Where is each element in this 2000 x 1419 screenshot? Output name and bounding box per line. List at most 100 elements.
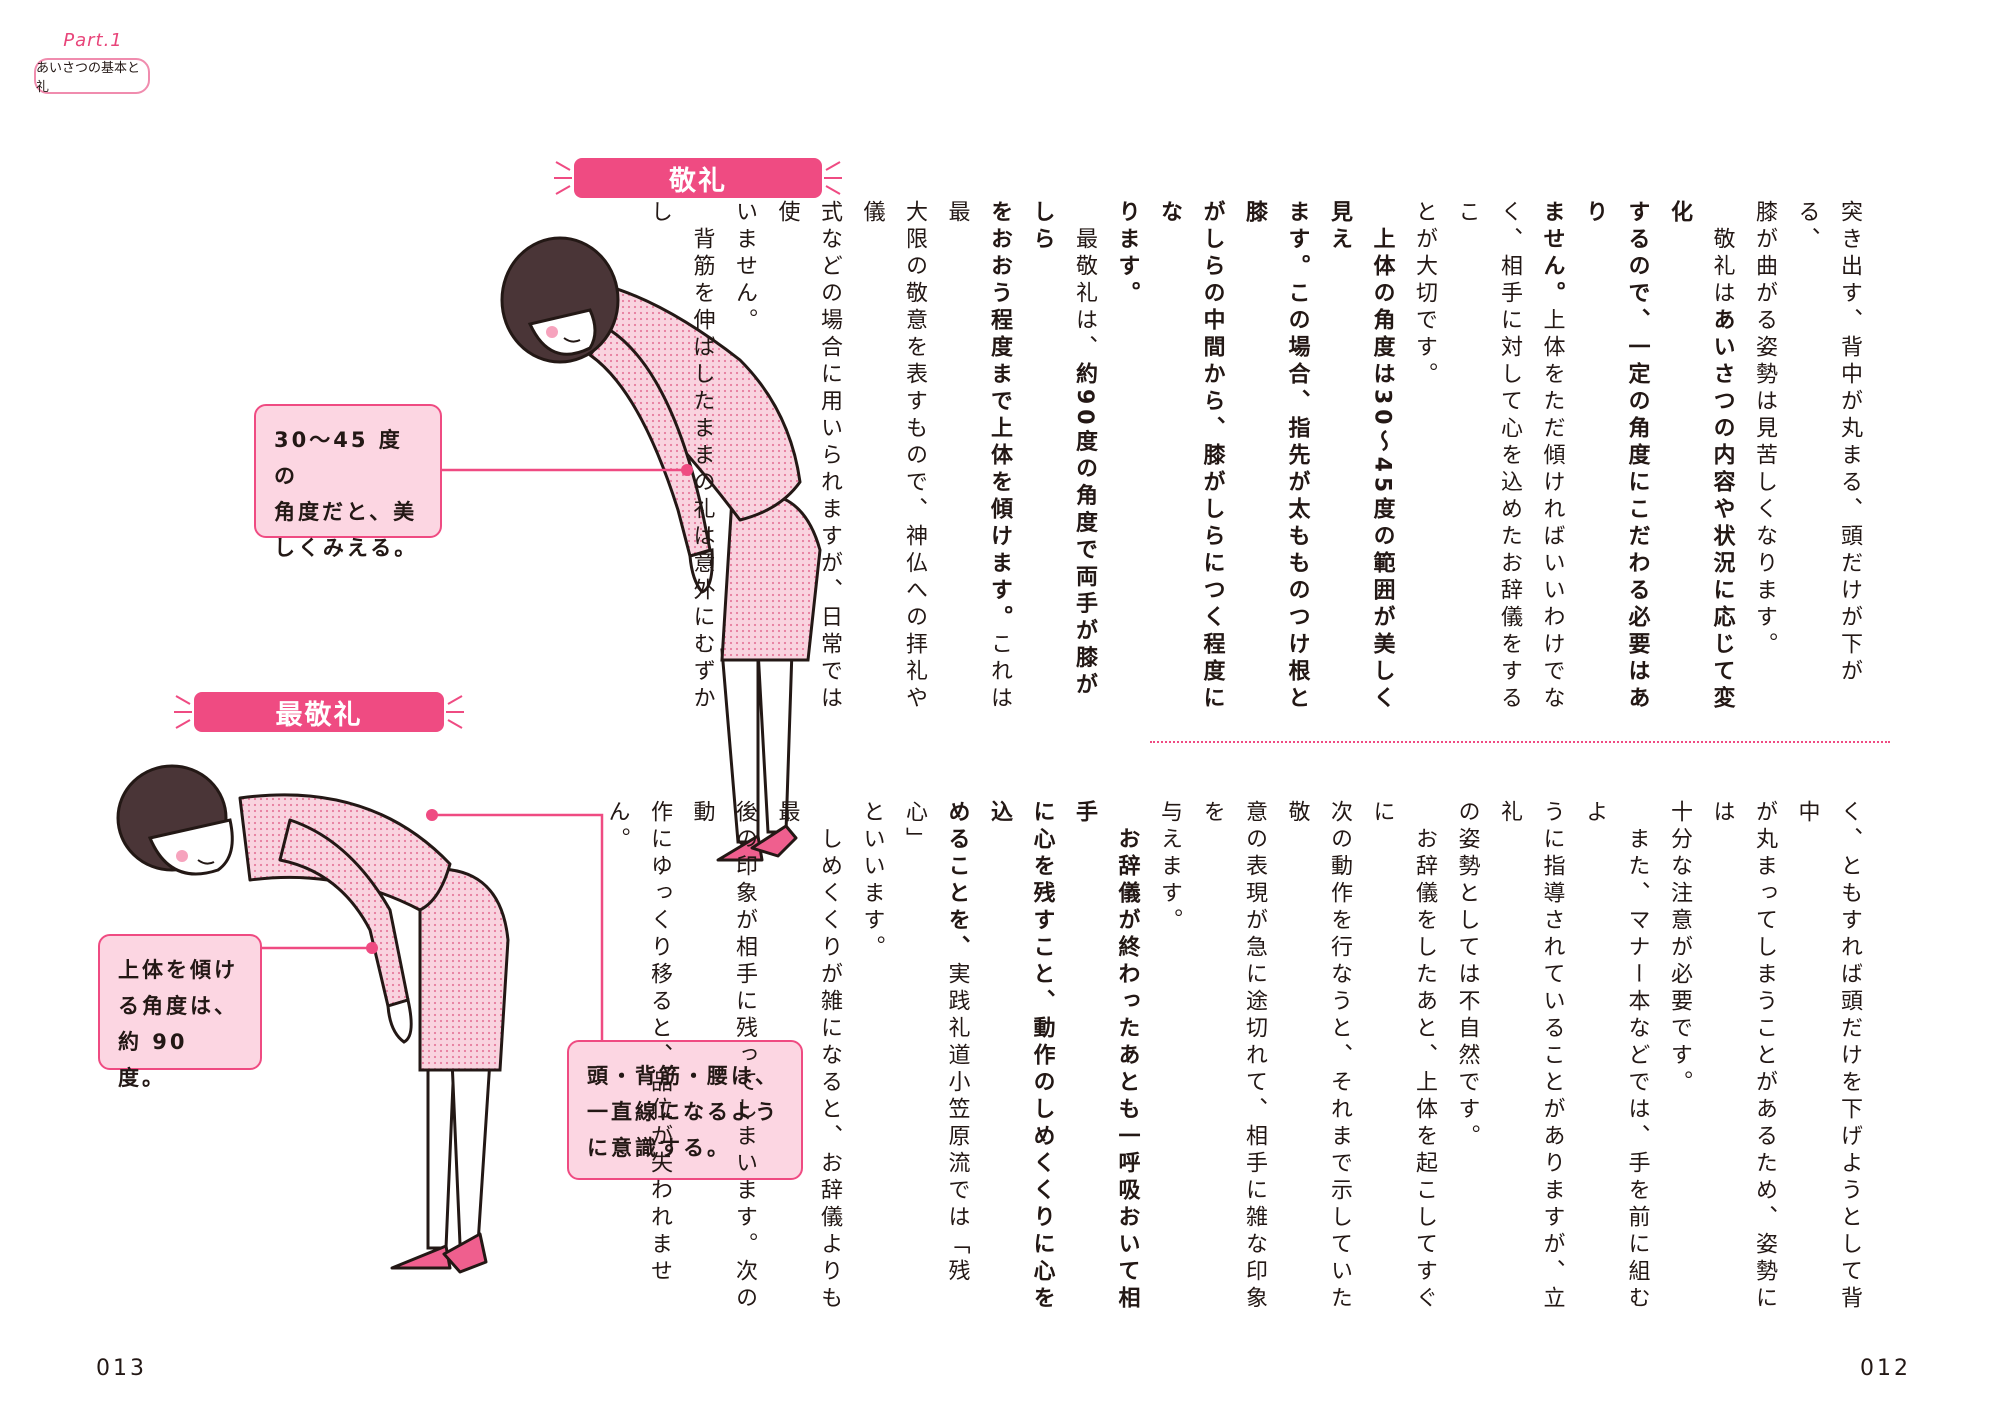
text-column: ます。この場合、指先が太もものつけ根と膝 [1233,200,1318,715]
bold-text-run: がしらの中間から、膝がしらにつく程度にな [1157,200,1225,713]
text-column: といいます。 [850,800,893,1315]
callout-leader-lines [262,464,693,1040]
sparkle-left-icon [174,695,192,729]
part-tab: Part.1 あいさつの基本と礼 [30,28,156,100]
text-column: うに指導されていることがありますが、立礼 [1488,800,1573,1315]
text-run: また、マナー本などでは、手を前に組むよ [1582,800,1650,1313]
bold-text-run: をおおう程度まで上体を傾けます。 [987,200,1012,632]
text-column: お辞儀が終わったあとも一呼吸おいて相手 [1063,800,1148,1315]
text-column: お辞儀をしたあと、上体を起こしてすぐに [1360,800,1445,1315]
page-number-left: 013 [96,1356,147,1381]
callout-line: 約 90 度。 [118,1030,188,1090]
keirei-banner: 敬礼 [574,158,822,198]
text-run: うに指導されていることがありますが、立礼 [1497,800,1565,1313]
text-column: をおおう程度まで上体を傾けます。これは最 [935,200,1020,715]
text-run: 十分な注意が必要です。 [1667,800,1692,1097]
text-column: 背筋を伸ばしたままの礼は意外にむずかし [638,200,723,715]
text-column: 式などの場合に用いられますが、日常では使 [765,200,850,715]
text-column: に心を残すこと、動作のしめくくりに心を込 [978,800,1063,1315]
text-run: 後の印象が相手に残ってしまいます。次の動 [689,800,758,1313]
text-run [1370,200,1395,227]
text-run: いません。 [732,200,757,335]
text-column: 最敬礼は、約90度の角度で両手が膝がしら [1020,200,1105,715]
saikeirei-banner-wrap: 最敬礼 [170,692,468,732]
bold-text-run: ます。この場合、指先が太もものつけ根と膝 [1242,200,1310,713]
text-column: めることを、実践礼道小笠原流では「残心」 [893,800,978,1315]
section-divider [1150,741,1890,743]
callout-line: に意識する。 [587,1136,731,1160]
saikeirei-banner: 最敬礼 [194,692,444,732]
body-text-lower: く、ともすれば頭だけを下げようとして背中が丸まってしまうことがあるため、姿勢には… [605,800,1870,1315]
text-column: 意の表現が急に途切れて、相手に雑な印象を [1190,800,1275,1315]
text-run: く、ともすれば頭だけを下げようとして背中 [1794,800,1863,1313]
bold-text-run: めることを、 [944,800,970,962]
bold-text-run: に心を残すこと、動作のしめくくりに心を込 [987,800,1055,1313]
text-column: く、ともすれば頭だけを下げようとして背中 [1785,800,1870,1315]
callout-line: る角度は、 [118,994,238,1018]
text-run: 与えます。 [1157,800,1182,935]
text-run: といいます。 [859,800,885,962]
callout-line: 30〜45 度 の [274,428,403,488]
text-column: ります。 [1105,200,1148,715]
text-column: 十分な注意が必要です。 [1658,800,1701,1315]
page-number-right: 012 [1860,1356,1911,1381]
text-run: 意の表現が急に途切れて、相手に雑な印象を [1199,800,1268,1313]
bold-text-run: あいさつの内容や状況に応じて変化 [1667,200,1735,713]
text-column: いません。 [723,200,766,715]
sparkle-left-icon [554,161,572,195]
bold-text-run: 約90度の角度で両手が膝がしら [1029,200,1098,700]
sparkle-right-icon [446,695,464,729]
callout-line: しくみえる。 [274,536,419,560]
text-run: の姿勢としては不自然です。 [1454,800,1480,1151]
bold-text-run: ります。 [1114,200,1140,308]
text-run: 膝が曲がる姿勢は見苦しくなります。 [1752,200,1777,659]
text-run: 作にゆっくり移ると、品位が失われません。 [604,800,673,1286]
text-run: これは最 [944,200,1013,713]
text-column: また、マナー本などでは、手を前に組むよ [1573,800,1658,1315]
text-column: く、相手に対して心を込めたお辞儀をするこ [1445,200,1530,715]
text-column: 突き出す、背中が丸まる、頭だけが下がる、 [1785,200,1870,715]
text-column: 敬礼はあいさつの内容や状況に応じて変化 [1658,200,1743,715]
text-column: 上体の角度は30〜45度の範囲が美しく見え [1318,200,1403,715]
keirei-banner-wrap: 敬礼 [550,158,846,198]
text-run: 突き出す、背中が丸まる、頭だけが下がる、 [1794,200,1863,686]
text-column: するので、一定の角度にこだわる必要はあり [1573,200,1658,715]
text-run: お辞儀をしたあと、上体を起こしてすぐに [1369,800,1438,1313]
text-column: とが大切です。 [1403,200,1446,715]
text-column: 与えます。 [1148,800,1191,1315]
callout-straight-line: 頭・背筋・腰は、 一直線になるよう に意識する。 [567,1040,803,1180]
text-run: とが大切です。 [1412,200,1437,389]
text-run: 次の動作を行なうと、それまで示していた敬 [1284,800,1353,1313]
callout-line: 角度だと、美 [274,500,418,524]
bold-text-run: お辞儀が終わったあとも一呼吸おいて相手 [1072,800,1140,1313]
callout-line: 一直線になるよう [587,1100,779,1124]
callout-line: 頭・背筋・腰は、 [587,1064,779,1088]
text-run: 最敬礼は、 [1072,200,1097,362]
text-column: が丸まってしまうことがあるため、姿勢には [1700,800,1785,1315]
text-column: 作にゆっくり移ると、品位が失われません。 [595,800,680,1315]
text-column: ません。上体をただ傾ければいいわけでな [1530,200,1573,715]
text-column: 後の印象が相手に残ってしまいます。次の動 [680,800,765,1315]
text-run: 実践礼道小笠原流では「残心」 [902,800,970,1286]
bold-text-run: するので、一定の角度にこだわる必要はあり [1582,200,1650,713]
text-run: 式などの場合に用いられますが、日常では使 [774,200,843,713]
keirei-bow-illustration [500,236,822,862]
body-text-upper: 突き出す、背中が丸まる、頭だけが下がる、膝が曲がる姿勢は見苦しくなります。 敬礼… [647,200,1870,715]
text-run: が丸まってしまうことがあるため、姿勢には [1709,800,1778,1313]
text-run: 敬礼は [1709,200,1735,308]
bold-text-run: ません。 [1539,200,1565,308]
part-label: Part.1 [63,30,123,51]
text-run [1115,800,1140,827]
text-run: く、相手に対して心を込めたお辞儀をするこ [1454,200,1523,713]
text-column: 大限の敬意を表すもので、神仏への拝礼や儀 [850,200,935,715]
saikeirei-bow-illustration [116,764,510,1274]
chapter-label: あいさつの基本と礼 [34,58,150,95]
text-run: しめくくりが雑になると、お辞儀よりも最 [774,800,843,1313]
callout-angle-30-45: 30〜45 度 の 角度だと、美 しくみえる。 [254,404,442,560]
sparkle-right-icon [824,161,842,195]
text-column: しめくくりが雑になると、お辞儀よりも最 [765,800,850,1315]
callout-angle-90: 上体を傾け る角度は、 約 90 度。 [98,934,262,1090]
text-run: 背筋を伸ばしたままの礼は意外にむずかし [647,200,715,713]
text-column: の姿勢としては不自然です。 [1445,800,1488,1315]
text-column: がしらの中間から、膝がしらにつく程度にな [1148,200,1233,715]
